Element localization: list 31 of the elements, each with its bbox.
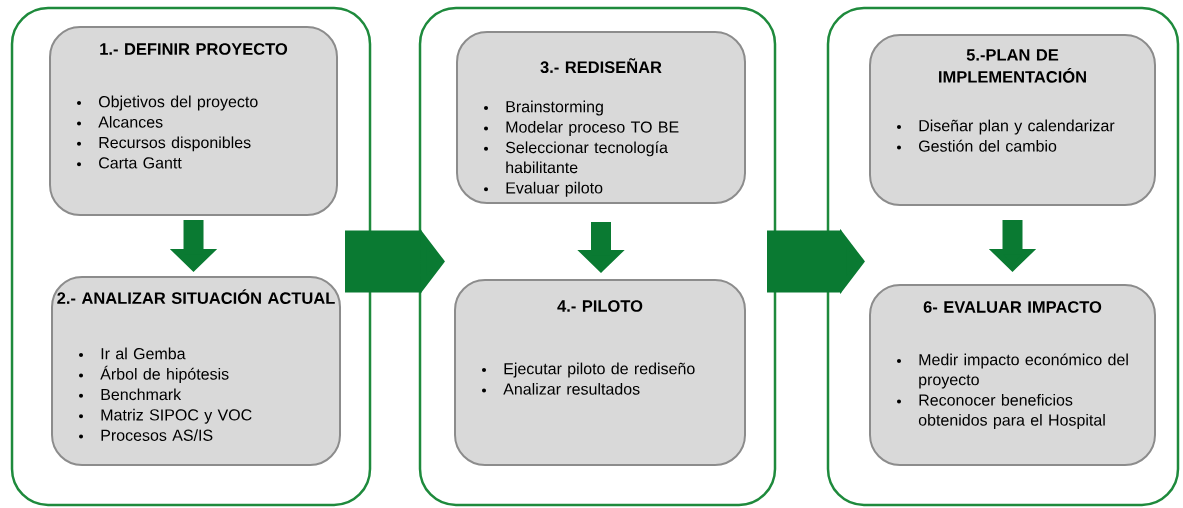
process-box	[456, 31, 746, 204]
box-heading: 3.- REDISEÑAR	[540, 58, 662, 74]
bullet-item: Modelar proceso TO BE	[484, 121, 679, 136]
process-box	[869, 34, 1156, 206]
bullet-item: Recursos disponibles	[77, 136, 251, 152]
bullet-item: Árbol de hipótesis	[79, 365, 229, 383]
bullet-item: Evaluar piloto	[484, 181, 603, 197]
bullet-item: Carta Gantt	[77, 157, 182, 169]
bullet-item: Diseñar plan y calendarizar	[897, 119, 1115, 135]
bullet-item: Medir impacto económico del proyecto	[897, 353, 1128, 389]
box-heading: 1.- DEFINIR PROYECTO	[100, 43, 288, 55]
bullet-item: Analizar resultados	[482, 383, 640, 395]
bullet-item: Gestión del cambio	[897, 139, 1057, 152]
process-box	[869, 284, 1156, 466]
bullet-item: Objetivos del proyecto	[77, 95, 258, 111]
bullet-item: Benchmark	[79, 388, 182, 401]
bullet-item: Procesos AS/IS	[79, 429, 213, 441]
process-box	[49, 26, 338, 216]
bullet-item: Ejecutar piloto de rediseño	[482, 362, 695, 378]
bullet-item: Reconocer beneficios obtenidos para el Hospital	[897, 394, 1105, 429]
bullet-item: Matriz SIPOC y VOC	[79, 408, 252, 424]
bullet-item: Seleccionar tecnología habilitante	[484, 141, 668, 174]
box-heading: 2.- ANALIZAR SITUACIÓN ACTUAL	[57, 289, 335, 304]
bullet-item: Brainstorming	[484, 100, 603, 116]
process-box	[454, 279, 746, 466]
box-heading: 4.- PILOTO	[557, 300, 643, 312]
bullet-item: Alcances	[77, 116, 163, 128]
box-heading: 5.-PLAN DE IMPLEMENTACIÓN	[939, 49, 1086, 83]
bullet-item: Ir al Gemba	[79, 347, 186, 360]
box-heading: 6- EVALUAR IMPACTO	[923, 301, 1102, 313]
process-box	[51, 276, 341, 466]
